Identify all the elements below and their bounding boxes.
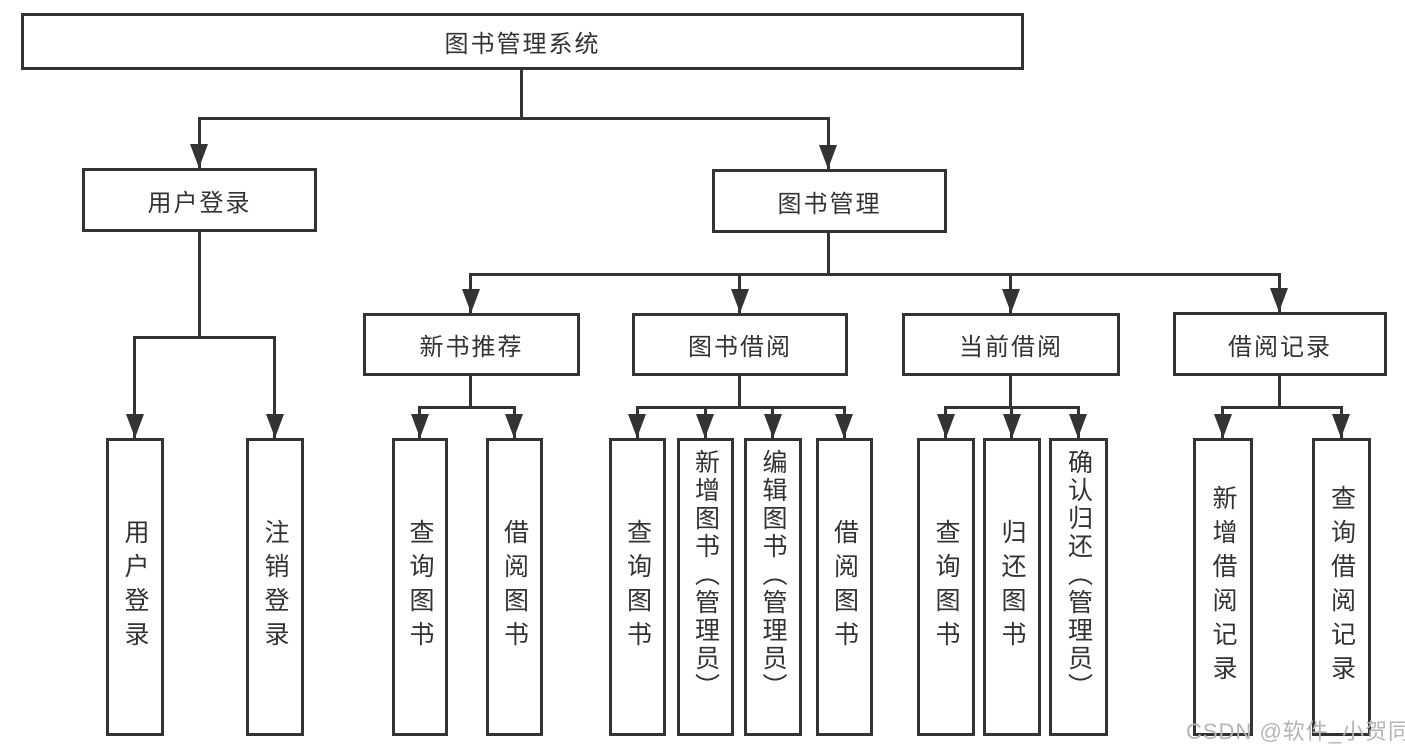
connector-current-stub xyxy=(1009,376,1012,409)
leaf-user-login: 用户登录 xyxy=(106,438,164,736)
arrow-book-management xyxy=(819,145,837,169)
connector-borrow-stub xyxy=(738,375,741,409)
node-user-login: 用户登录 xyxy=(82,168,317,232)
arrow-query-books-recommend xyxy=(411,414,429,438)
arrow-add-borrow-record xyxy=(1214,414,1232,438)
arrow-return-book xyxy=(1003,414,1021,438)
csdn-watermark: CSDN @软件_小贺同学 xyxy=(1186,719,1405,744)
arrow-borrow-books xyxy=(835,414,853,438)
connector-recommend-rail xyxy=(418,406,516,409)
arrow-borrow-books-recommend xyxy=(505,414,523,438)
leaf-confirm-return-admin: 确认归还（管理员） xyxy=(1049,438,1108,736)
leaf-add-borrow-record: 新增借阅记录 xyxy=(1193,438,1253,736)
arrow-leaf-logout xyxy=(266,414,284,438)
node-new-book-recommend: 新书推荐 xyxy=(363,313,580,376)
leaf-logout: 注销登录 xyxy=(246,438,304,736)
connector-user-login-stub xyxy=(198,232,201,339)
node-library-system: 图书管理系统 xyxy=(21,13,1024,70)
arrow-leaf-user-login xyxy=(126,414,144,438)
connector-level2-rail xyxy=(198,117,830,120)
arrow-query-books-current xyxy=(937,414,955,438)
connector-records-rail xyxy=(1221,406,1343,409)
connector-book-management-stub xyxy=(827,233,830,276)
node-borrow-records: 借阅记录 xyxy=(1173,312,1387,376)
connector-root-stub xyxy=(520,69,523,120)
arrow-query-borrow-record xyxy=(1332,414,1350,438)
arrow-book-borrow xyxy=(731,289,749,313)
leaf-add-book-admin: 新增图书（管理员） xyxy=(677,438,734,736)
connector-to-book-management xyxy=(827,117,830,169)
arrow-edit-book xyxy=(764,414,782,438)
arrow-current-borrow xyxy=(1002,289,1020,313)
connector-recommend-stub xyxy=(469,376,472,409)
connector-level3-rail xyxy=(469,273,1281,276)
arrow-user-login xyxy=(190,144,208,168)
leaf-query-books-recommend: 查询图书 xyxy=(392,438,448,736)
arrow-borrow-records xyxy=(1270,288,1288,312)
leaf-query-books-borrow: 查询图书 xyxy=(609,438,666,736)
connector-borrow-rail xyxy=(636,406,846,409)
leaf-return-book: 归还图书 xyxy=(983,438,1041,736)
node-book-management: 图书管理 xyxy=(712,169,947,233)
connector-user-login-rail xyxy=(133,336,276,339)
leaf-borrow-books-recommend: 借阅图书 xyxy=(486,438,543,736)
arrow-confirm-return xyxy=(1069,414,1087,438)
arrow-add-book xyxy=(696,414,714,438)
node-book-borrow: 图书借阅 xyxy=(632,313,848,376)
leaf-edit-book-admin: 编辑图书（管理员） xyxy=(744,438,802,736)
leaf-query-borrow-record: 查询借阅记录 xyxy=(1312,438,1371,736)
node-current-borrow: 当前借阅 xyxy=(902,313,1120,376)
leaf-borrow-books: 借阅图书 xyxy=(816,438,873,736)
arrow-query-books-borrow xyxy=(628,414,646,438)
leaf-query-books-current: 查询图书 xyxy=(917,438,975,736)
connector-records-stub xyxy=(1278,375,1281,409)
arrow-new-book-recommend xyxy=(462,289,480,313)
connector-to-leaf-logout xyxy=(273,336,276,438)
connector-to-leaf-user-login xyxy=(133,336,136,438)
connector-to-user-login xyxy=(198,117,201,168)
